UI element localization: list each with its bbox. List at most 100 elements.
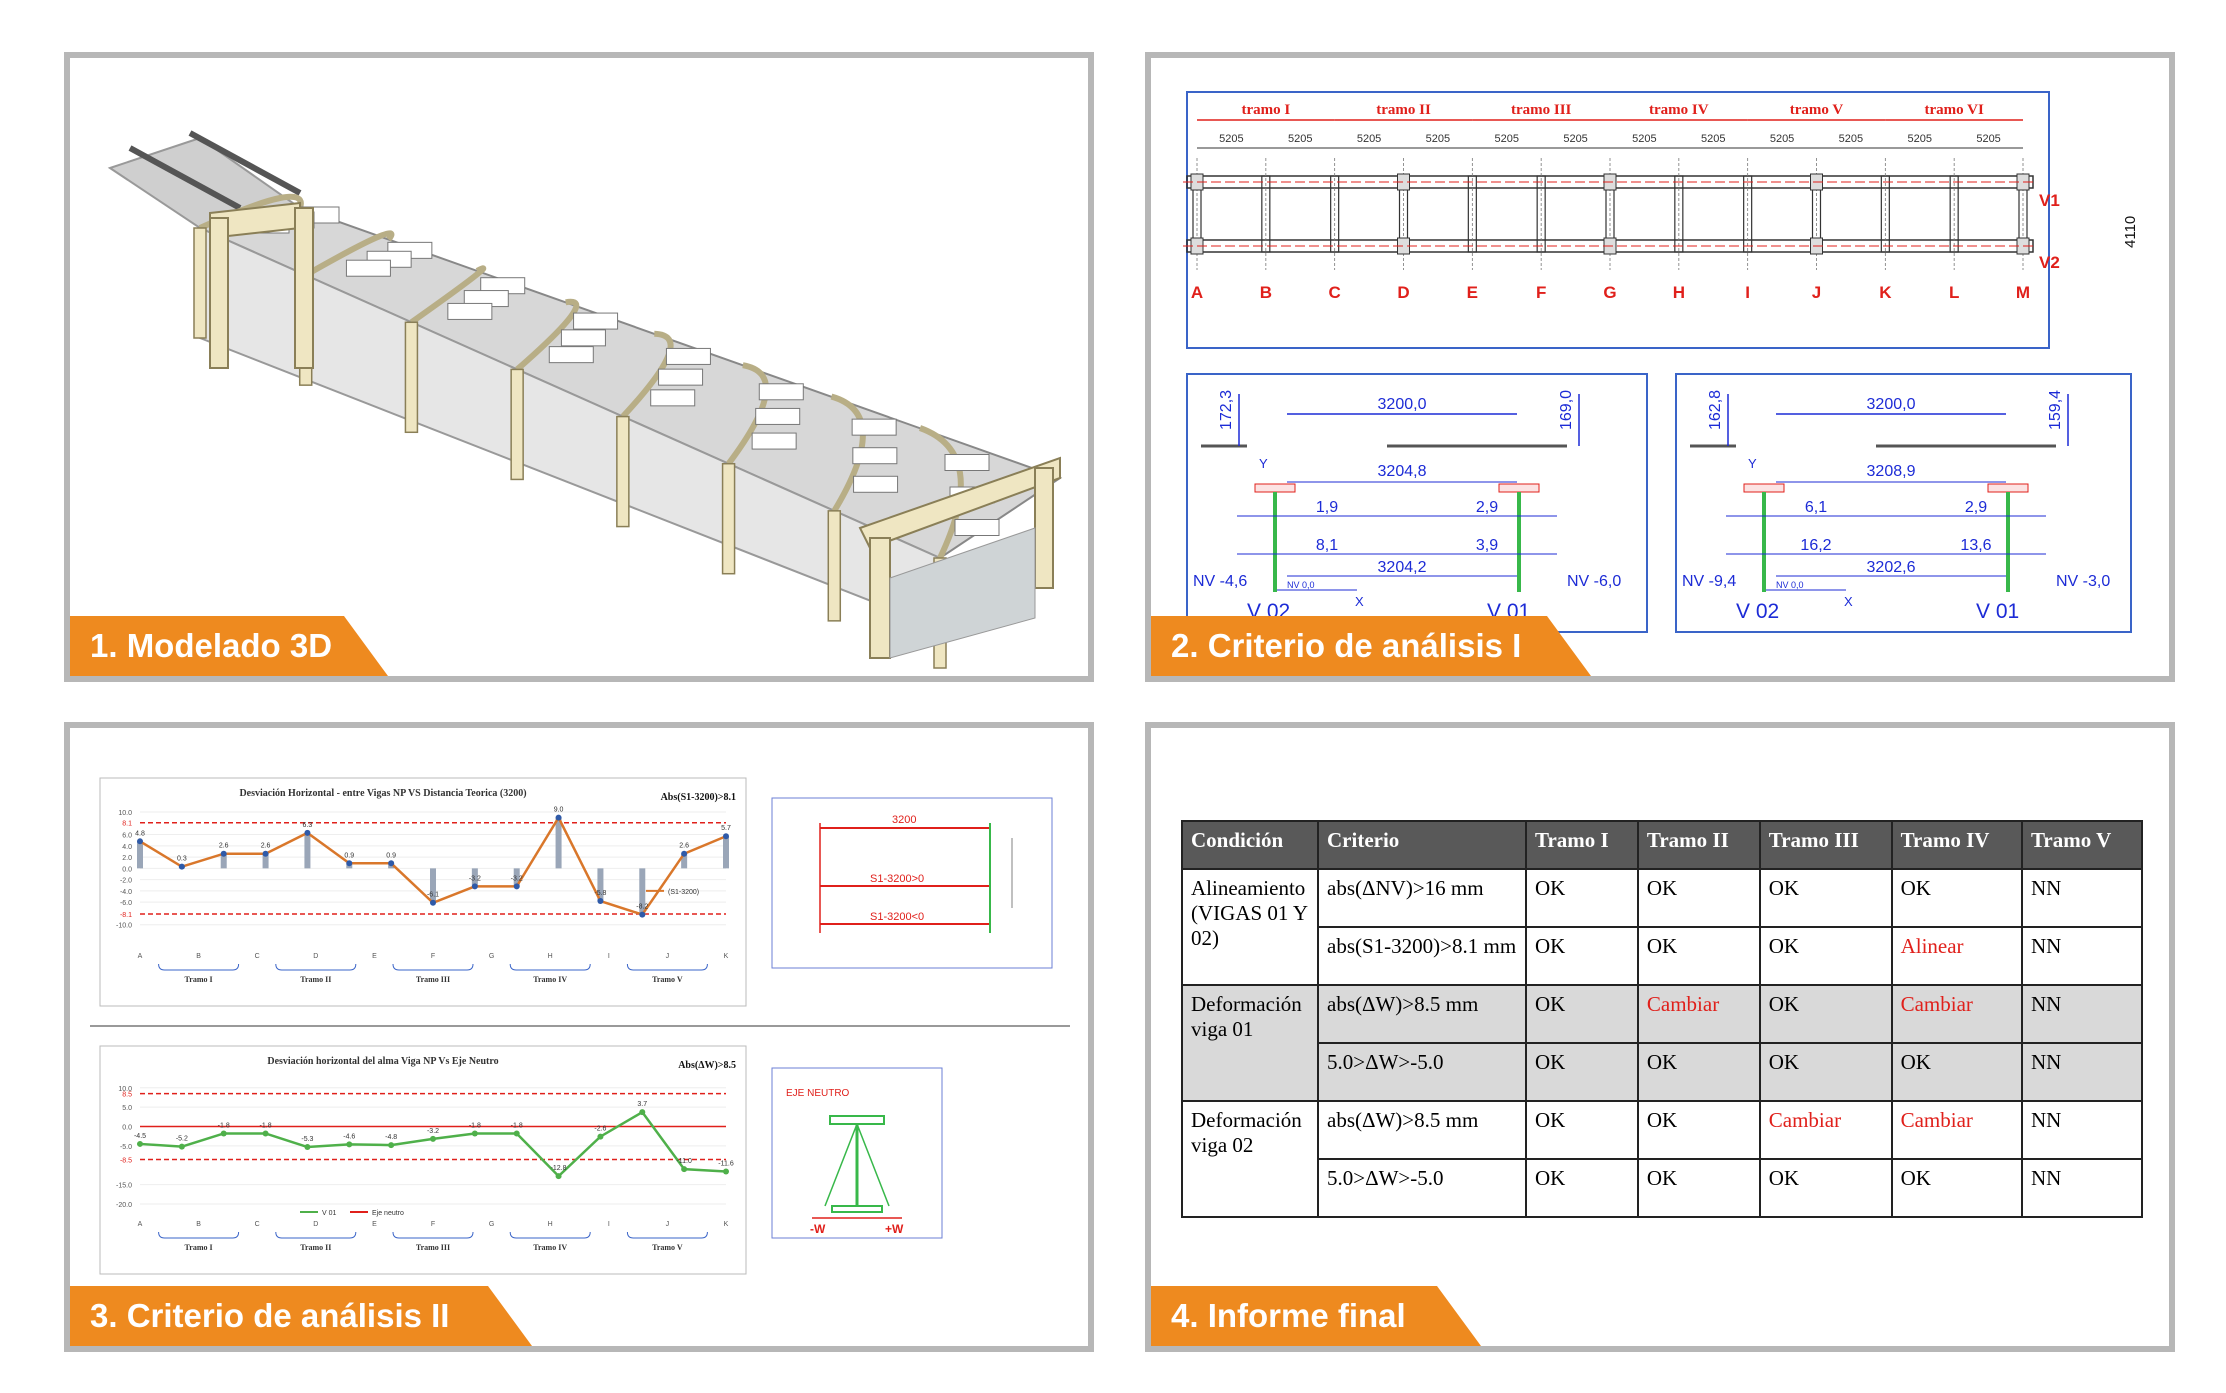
result-cell: OK [1636,1042,1761,1102]
data-point [388,1142,395,1149]
panel-criterio-analisis-1: tramo I tramo II tramo III tramo IV tramo V t… [1145,52,2175,682]
tramo-label: tramo IV [1649,102,1709,118]
panel-label: 1. Modelado 3D [70,616,388,676]
dim-d-label: 3,9 [1476,537,1498,554]
chart-web-deviation: Desviación horizontal del alma Viga NP V… [116,1056,736,1252]
result-cell: OK [1890,1042,2023,1102]
data-point [262,850,269,857]
mini1-top: 3200 [892,814,916,826]
nv-left: NV -9,4 [1682,573,1736,590]
plan-frame [1186,91,2050,349]
dim-label: 5205 [1426,133,1450,145]
result-cell: OK [1525,868,1639,928]
data-label: -4.8 [385,1134,397,1141]
x-tick-label: E [372,953,377,960]
data-point [471,883,478,890]
axis-label: K [1879,283,1892,302]
skylight [954,519,1000,536]
deviation-charts: Desviación Horizontal - entre Vigas NP V… [90,777,1070,1275]
skylight [853,475,899,493]
result-cell: Cambiar [1890,984,2023,1044]
panel-criterio-analisis-2: Desviación Horizontal - entre Vigas NP V… [64,722,1094,1352]
x-axis-label: X [1844,594,1853,609]
skylight [548,346,594,364]
panel-label: 3. Criterio de análisis II [70,1286,532,1346]
data-label: -3.2 [511,875,523,882]
header-condicion: Condición [1181,820,1319,870]
tramo-label: tramo V [1790,102,1844,118]
data-point [346,860,353,867]
result-cell: OK [1636,1158,1761,1218]
result-cell: NN [2020,1100,2144,1160]
data-label: -3.2 [469,875,481,882]
mini1-mid: S1-3200>0 [870,873,924,885]
data-point [346,1141,353,1148]
tramo-label: Tramo III [416,975,450,984]
header-tramo-2: Tramo II [1636,820,1761,870]
y-tick-label: -20.0 [116,1202,132,1209]
data-point [220,850,227,857]
dim-span-label: 3200,0 [1867,396,1916,413]
y-tick-label: -10.0 [116,923,132,930]
x-tick-label: G [489,953,494,960]
x-tick-label: C [255,1221,260,1228]
dim-label: 5205 [1908,133,1932,145]
tramo-label: tramo III [1511,102,1572,118]
result-cell: Cambiar [1636,984,1761,1044]
dim-span-label: 3200,0 [1378,396,1427,413]
data-point [137,838,143,845]
chart-corner-label: Abs(ΔW)>8.5 [678,1060,736,1071]
axis-label: I [1745,283,1750,302]
skylight [755,407,801,425]
data-label: -1.8 [260,1122,272,1129]
result-cell: Cambiar [1890,1100,2023,1160]
data-label: -8.2 [636,904,648,911]
dim-d-label: 13,6 [1960,537,1991,554]
bar [262,853,269,869]
result-cell: NN [2020,1042,2144,1102]
data-point [597,898,604,905]
result-cell: NN [2020,984,2144,1044]
x-tick-label: K [724,1221,729,1228]
data-label: 9.0 [554,807,564,814]
data-point [262,1130,269,1137]
mini-diagram-1: 3200 S1-3200>0 S1-3200<0 [819,814,1013,933]
header-tramo-4: Tramo IV [1890,820,2023,870]
section-label-right: V 01 [1976,600,2019,623]
x-tick-label: F [431,1221,435,1228]
dim-label: 5205 [1976,133,2000,145]
data-point [178,1143,185,1150]
data-label: 0.3 [177,856,187,863]
tramo-label: tramo II [1376,102,1431,118]
tramo-label: tramo VI [1925,102,1984,118]
nv-left: NV -4,6 [1193,573,1247,590]
panel-label: 4. Informe final [1151,1286,1481,1346]
skylight [345,259,391,277]
dim-label: 5205 [1770,133,1794,145]
y-tick-label: -2.0 [120,878,132,885]
data-point [639,1109,646,1116]
data-label: -12.8 [551,1165,567,1172]
y-tick-label: -4.0 [120,889,132,896]
y-tick-label: -5.0 [120,1144,132,1151]
tramo-label: Tramo V [652,975,683,984]
axis-label: C [1329,283,1341,302]
mini2-left: -W [810,1222,826,1236]
data-point [137,1140,143,1147]
3d-model-illustration [107,130,1063,669]
tramo-brace [275,1231,357,1239]
result-cell: OK [1525,926,1639,986]
panel-label: 2. Criterio de análisis I [1151,616,1591,676]
dim-top-left: 172,3 [1218,390,1235,430]
tramo-label: tramo I [1241,102,1290,118]
data-label: -11.0 [676,1158,692,1165]
column [193,227,207,339]
dim-label: 5205 [1357,133,1381,145]
x-tick-label: D [313,1221,318,1228]
skylight [560,329,606,347]
legend-label: V 01 [322,1210,337,1217]
y-axis-label: Y [1748,456,1757,471]
header-tramo-3: Tramo III [1758,820,1893,870]
column [721,462,736,575]
